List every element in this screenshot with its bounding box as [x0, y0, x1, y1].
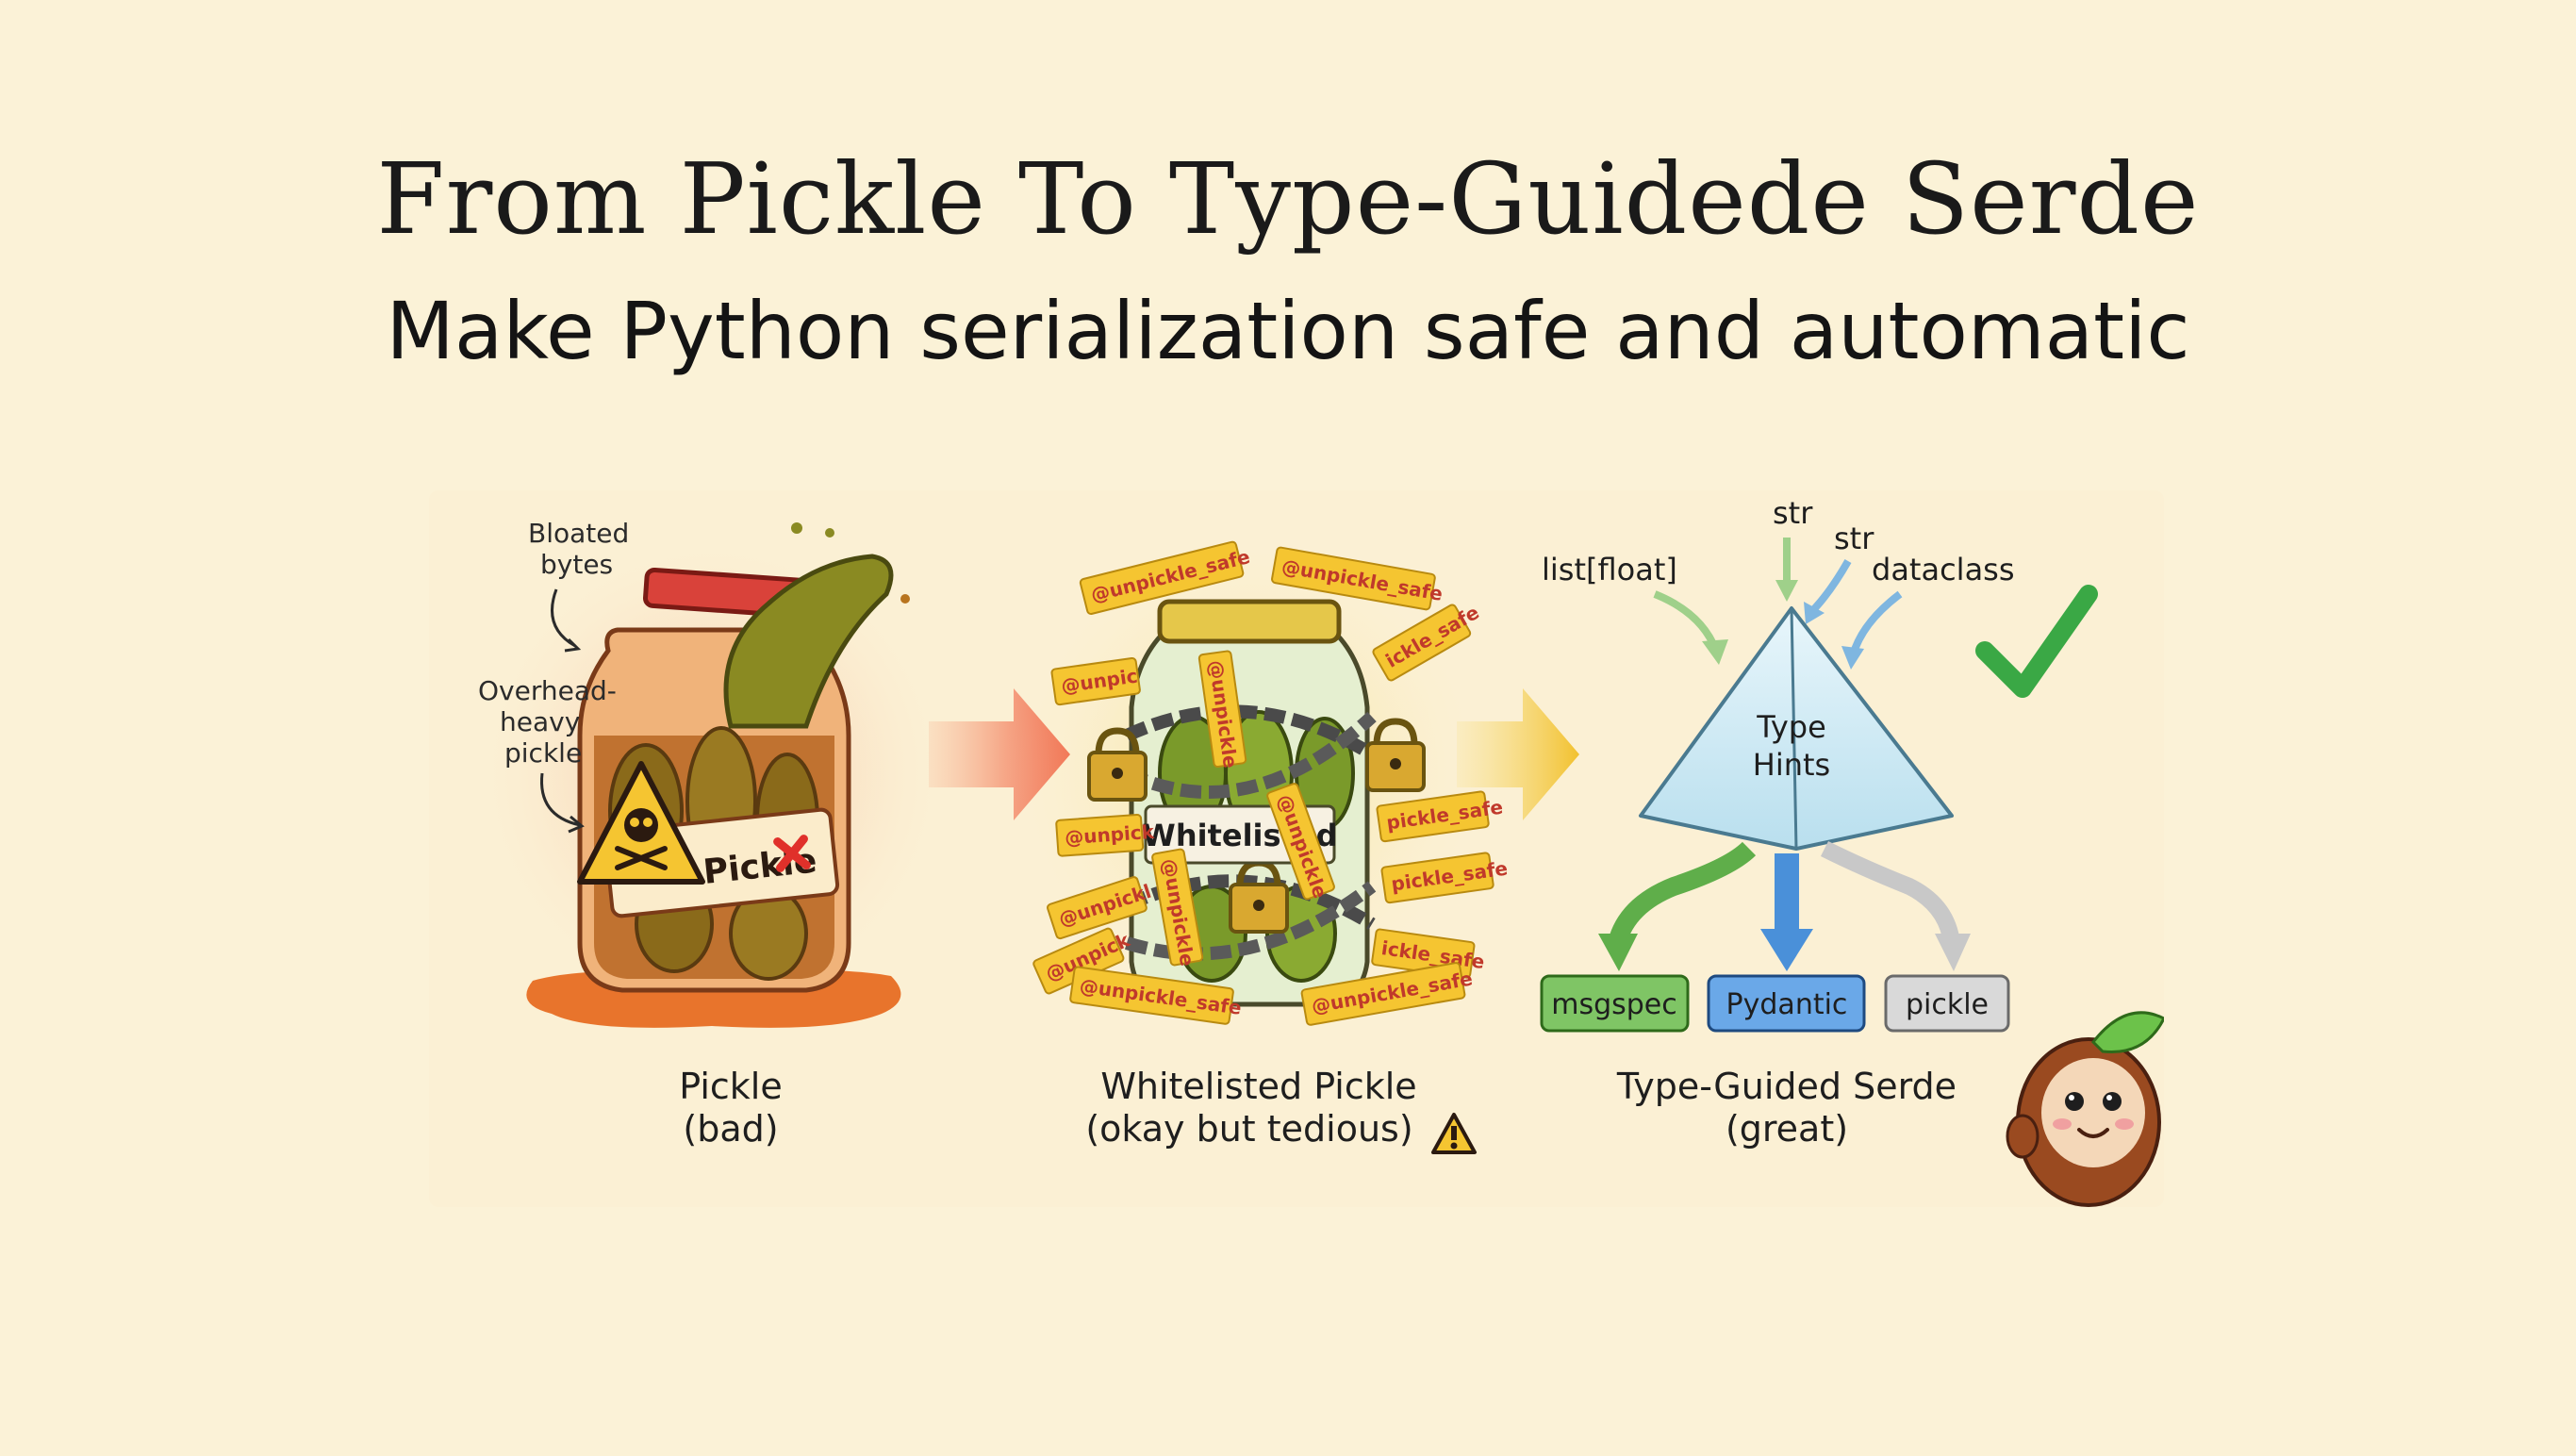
- pickle-output-label: pickle: [1906, 988, 1989, 1021]
- bloated-line-2: bytes: [540, 549, 613, 580]
- input-label-dataclass: dataclass: [1872, 552, 2015, 587]
- whitelisted-panel: Whitelisted @unpickle_safe @unpickle_saf…: [1004, 528, 1509, 1154]
- unpickle-safe-tag: @unpic: [1050, 656, 1141, 706]
- prism-label-line-1: Type: [1756, 709, 1826, 745]
- pickle-box: pickle: [1884, 974, 2010, 1033]
- type-hints-prism-icon: Type Hints: [1639, 606, 1954, 851]
- overflowing-pickle: [723, 554, 894, 729]
- type-guided-panel: list[float] str str dataclass Type Hints: [1540, 495, 2164, 1207]
- red-x-icon: [773, 835, 811, 872]
- whitelisted-caption: Whitelisted Pickle: [1100, 1066, 1416, 1107]
- input-label-str: str: [1773, 495, 1813, 531]
- pickle-verdict: (bad): [683, 1108, 778, 1150]
- msgspec-label: msgspec: [1551, 988, 1677, 1021]
- bloated-line-1: Bloated: [528, 518, 629, 549]
- pickle-caption: Pickle: [679, 1066, 782, 1107]
- msgspec-box: msgspec: [1540, 974, 1690, 1033]
- type-guided-caption: Type-Guided Serde: [1616, 1066, 1957, 1107]
- input-label-list-float: list[float]: [1542, 552, 1677, 587]
- whitelisted-verdict: (okay but tedious): [1085, 1108, 1412, 1150]
- pydantic-label: Pydantic: [1726, 988, 1848, 1021]
- input-label-str: str: [1834, 521, 1874, 556]
- warning-icon: [1431, 1113, 1477, 1154]
- unpickle-safe-tag: pickle_safe: [1376, 790, 1504, 843]
- arrow-right-icon: [1457, 688, 1579, 820]
- pydantic-box: Pydantic: [1707, 974, 1866, 1033]
- overhead-line-1: Overhead-: [478, 675, 617, 706]
- page-subtitle: Make Python serialization safe and autom…: [386, 285, 2190, 377]
- overhead-line-2: heavy: [500, 706, 580, 737]
- overhead-annotation: Overhead- heavy pickle: [478, 675, 617, 834]
- unpickle-safe-tag: pickle_safe: [1380, 852, 1509, 904]
- serialization-illustration: Pickle Bloated bytes Overhead- heavy pic…: [429, 490, 2164, 1207]
- page-title: From Pickle To Type-Guidede Serde: [376, 141, 2200, 256]
- pickle-jar-icon: Pickle: [577, 522, 910, 993]
- pickle-panel: Pickle Bloated bytes Overhead- heavy pic…: [467, 518, 957, 1150]
- overhead-line-3: pickle: [504, 737, 582, 769]
- bloated-bytes-annotation: Bloated bytes: [528, 518, 629, 653]
- prism-label-line-2: Hints: [1753, 747, 1830, 783]
- skull-warning-icon: [577, 761, 705, 885]
- check-icon: [1975, 585, 2098, 698]
- coconut-mascot-icon: [2006, 1011, 2164, 1207]
- padlock-icon: [1365, 718, 1426, 792]
- type-guided-verdict: (great): [1726, 1108, 1848, 1150]
- unpickle-safe-tag: @unpick: [1055, 813, 1155, 857]
- padlock-icon: [1087, 727, 1148, 802]
